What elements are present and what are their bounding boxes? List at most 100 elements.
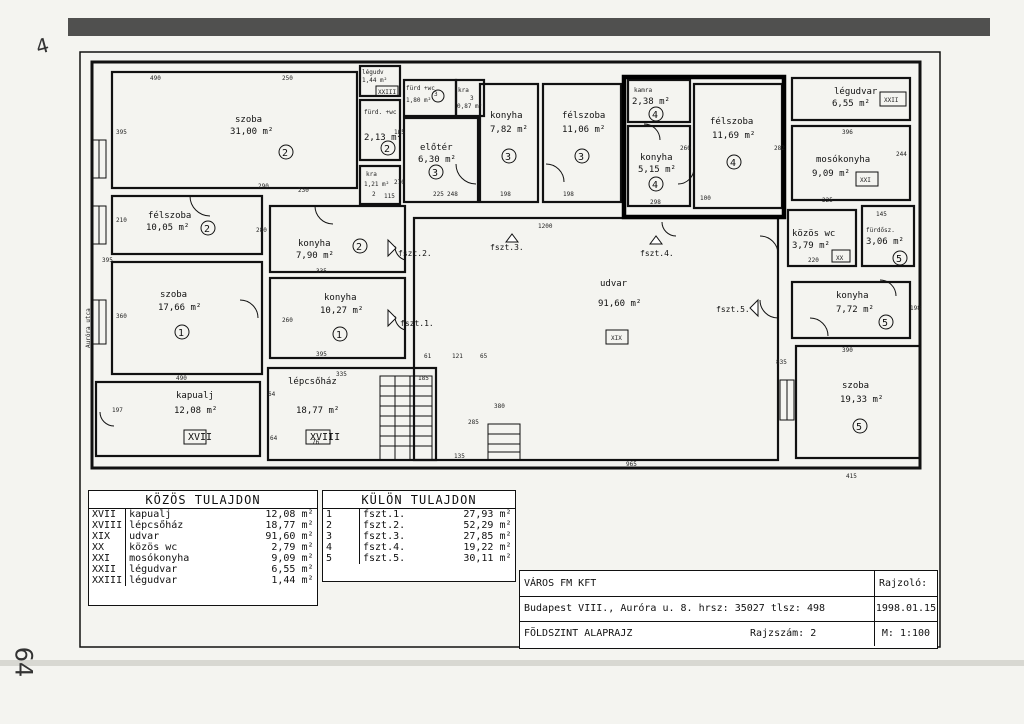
room-name-furdo-5: fürdősz. [866,227,895,234]
separate-ownership-title: KÜLÖN TULAJDON [323,491,515,509]
scan-edge-top [68,18,990,36]
room-area-konyha-3: 7,82 m² [490,125,528,135]
dimension-label: 415 [846,473,857,480]
dimension-label: 290 [258,183,269,190]
dimension-label: 395 [102,257,113,264]
kozos-area: 9,09 m² [271,553,314,564]
kozos-name: légudvar [129,564,178,575]
room-name-konyha-1: konyha [324,293,357,303]
drawer-label: Rajzoló: [874,571,937,597]
dimension-label: 115 [384,193,395,200]
dimension-label: 396 [842,129,853,136]
dimension-label: 260 [680,145,691,152]
dimension-label: 835 [776,359,787,366]
room-area-mosokonyha: 9,09 m² [812,169,850,179]
drawing-date: 1998.01.15 [874,596,937,622]
unit-number: 4 [730,158,736,169]
room-code: XXIII [378,89,396,96]
unit-number: 2 [384,144,390,155]
dimension-label: 360 [116,313,127,320]
kulon-name: fszt.5. [363,553,406,564]
room-name-furdo-wc-2: fürd. +wc [364,109,397,116]
room-name-kamra-4: kamra [634,87,652,94]
common-ownership-title: KÖZÖS TULAJDON [89,491,317,509]
kozos-area: 2,79 m² [271,542,314,553]
kulon-name: fszt.1. [363,509,406,520]
room-area-felszoba-3: 11,06 m² [562,125,605,135]
unit-number: 4 [652,180,658,191]
room-area-szoba-2: 17,66 m² [158,303,201,313]
room-name-felszoba-3: félszoba [562,110,605,121]
dimension-label: 395 [116,129,127,136]
dimension-label: 185 [418,375,429,382]
kozos-code: XXII [89,564,127,575]
unit-number: 1 [178,328,184,339]
kozos-name: kapualj [129,509,172,520]
dimension-label: 220 [808,257,819,264]
kulon-area: 19,22 m² [463,542,512,553]
room-name-szoba-1: szoba [235,115,262,125]
room-area-konyha-4: 5,15 m² [638,165,676,175]
room-name-kapualj: kapualj [176,391,214,401]
unit-number: 3 [432,168,438,179]
room-name-eloter: előtér [420,142,453,153]
room-name-lepcsohaz: lépcsőház [288,376,337,387]
room-area-furdo-5: 3,06 m² [866,237,904,247]
dimension-label: 490 [176,375,187,382]
dimension-label: 230 [298,187,309,194]
kulon-name: fszt.3. [363,531,406,542]
staircase [379,375,521,461]
room-code: XVIII [310,432,340,443]
room-name-felszoba-1: félszoba [148,210,191,221]
dimension-label: 390 [842,347,853,354]
kulon-code: 4 [323,542,360,553]
company-name: VÁROS FM KFT [520,571,874,597]
room-area-konyha-1: 10,27 m² [320,306,363,316]
dimension-label: 965 [626,461,637,468]
dimension-label: 64 [270,435,278,442]
entrance-label: fszt.5. [716,305,750,314]
entrance-label: fszt.1. [400,319,434,328]
dimension-label: 395 [316,351,327,358]
kozos-name: lépcsőház [129,520,184,531]
kulon-area: 27,85 m² [463,531,512,542]
room-area-lepcsohaz: 18,77 m² [296,406,339,416]
marker-shapes [174,85,908,445]
handwritten-page-number: 64 [9,646,38,678]
dimension-label: 250 [282,75,293,82]
room-area-kra-3: 0,87 m² [457,103,482,110]
dimension-label: 335 [336,371,347,378]
dimension-label: 335 [316,268,327,275]
building-outline [90,60,922,470]
room-code: XVII [188,432,212,443]
room-area-kozos-wc: 3,79 m² [792,241,830,251]
dimension-label: 135 [454,453,465,460]
kozos-code: XX [89,542,127,553]
dimension-label: 225 [433,191,444,198]
unit-number: 3 [578,152,584,163]
room-area-kamra-4: 2,38 m² [632,97,670,107]
room-code: XXI [860,177,871,184]
room-area-legudvar-right: 6,55 m² [832,99,870,109]
unit-number: 1 [336,330,342,341]
room-area-szoba-1: 31,00 m² [230,127,273,137]
kozos-name: légudvar [129,575,178,586]
unit-number: 3 [434,91,438,98]
dimension-label: 244 [896,151,907,158]
kulon-code: 5 [323,553,360,564]
kozos-area: 6,55 m² [271,564,314,575]
kulon-name: fszt.2. [363,520,406,531]
title-block: VÁROS FM KFT Rajzoló: Budapest VIII., Au… [519,570,938,649]
room-name-legudvar-top: légudv [362,69,384,76]
room-name-kra-2: kra [366,171,377,178]
dimension-label: 225 [822,197,833,204]
kozos-area: 12,08 m² [265,509,314,520]
room-area-furdo-wc-3: 1,80 m² [406,97,431,104]
